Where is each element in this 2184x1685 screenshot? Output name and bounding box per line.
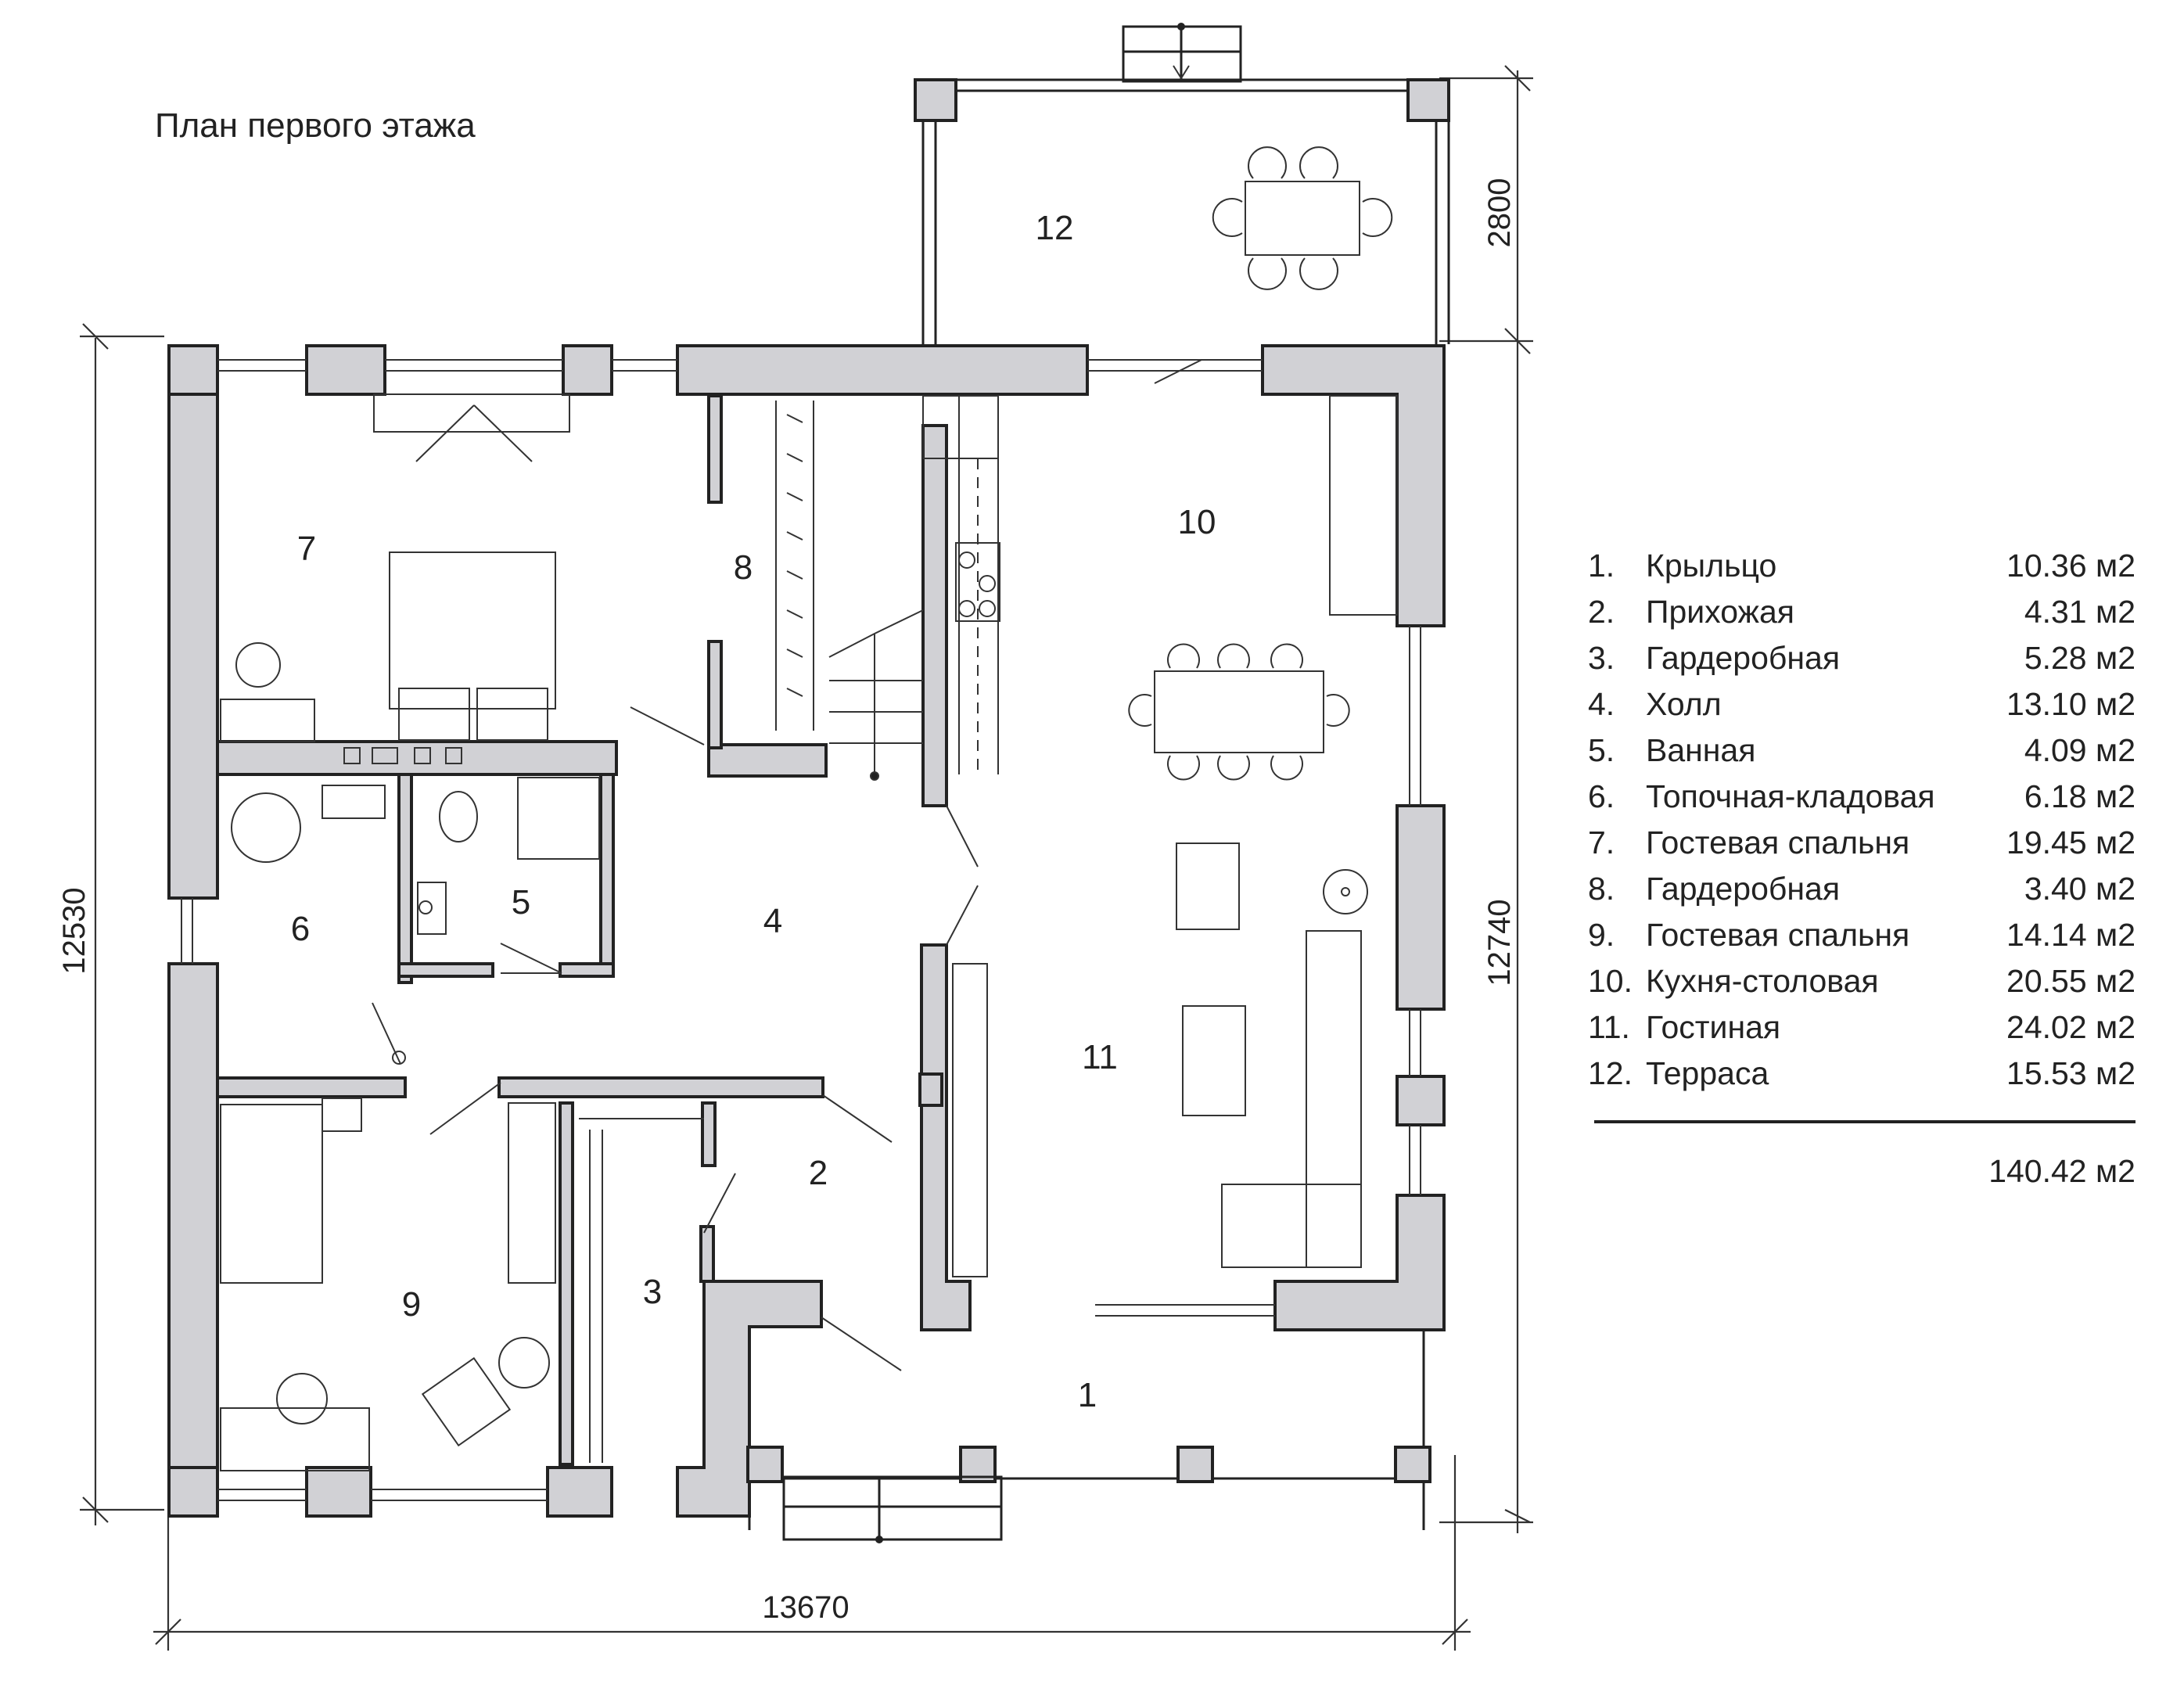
boiler-room-6 — [231, 785, 406, 1065]
legend-area: 4.09 м2 — [2024, 732, 2136, 768]
legend-row: 11. Гостиная 24.02 м2 — [1588, 1009, 2136, 1055]
legend-name: Гардеробная — [1646, 640, 1841, 676]
legend-num: 7. — [1588, 825, 1615, 860]
stairs — [828, 609, 924, 781]
legend-row: 1. Крыльцо 10.36 м2 — [1588, 548, 2136, 594]
dimension-width: 13670 — [762, 1590, 849, 1625]
legend-area: 14.14 м2 — [2006, 917, 2136, 953]
living-room-11-furniture — [952, 842, 1368, 1277]
dimension-left-height: 12530 — [57, 887, 92, 974]
legend-area: 6.18 м2 — [2024, 778, 2136, 814]
room-label-10: 10 — [1178, 503, 1216, 541]
legend-name: Топочная-кладовая — [1646, 778, 1935, 814]
porch — [746, 1330, 1431, 1543]
legend-row: 7. Гостевая спальня 19.45 м2 — [1588, 825, 2136, 871]
terrace — [914, 23, 1450, 344]
room-label-3: 3 — [643, 1273, 662, 1311]
legend-name: Крыльцо — [1646, 548, 1777, 584]
walls — [167, 344, 1446, 1518]
plan-title: План первого этажа — [155, 106, 476, 145]
door-swings — [372, 359, 1202, 1371]
legend-num: 6. — [1588, 778, 1615, 814]
legend-name: Гостевая спальня — [1646, 917, 1910, 953]
legend-area: 19.45 м2 — [2006, 825, 2136, 860]
legend-num: 5. — [1588, 732, 1615, 768]
legend-num: 1. — [1588, 548, 1615, 584]
total-area: 140.42 м2 — [1988, 1153, 2136, 1189]
legend-num: 9. — [1588, 917, 1615, 953]
room-label-5: 5 — [512, 883, 530, 922]
legend-row: 12. Терраса 15.53 м2 — [1588, 1055, 2136, 1101]
bedroom-9-furniture — [220, 1098, 556, 1471]
legend-area: 10.36 м2 — [2006, 548, 2136, 584]
dimension-terrace-depth: 2800 — [1482, 178, 1517, 248]
room-label-1: 1 — [1078, 1376, 1097, 1414]
legend-num: 2. — [1588, 594, 1615, 630]
room-label-12: 12 — [1036, 209, 1074, 247]
room-label-7: 7 — [297, 530, 316, 568]
legend-num: 11. — [1588, 1009, 1630, 1045]
legend-name: Холл — [1646, 686, 1722, 722]
legend-area: 13.10 м2 — [2006, 686, 2136, 722]
legend-area: 4.31 м2 — [2024, 594, 2136, 630]
legend-num: 8. — [1588, 871, 1615, 907]
legend-name: Ванная — [1646, 732, 1756, 768]
dimension-lines — [80, 65, 1533, 1651]
legend-area: 5.28 м2 — [2024, 640, 2136, 676]
room-label-6: 6 — [291, 910, 310, 948]
legend-row: 2. Прихожая 4.31 м2 — [1588, 594, 2136, 640]
room-label-9: 9 — [402, 1285, 421, 1324]
legend-area: 20.55 м2 — [2006, 963, 2136, 999]
legend-name: Гардеробная — [1646, 871, 1841, 907]
room-label-11: 11 — [1082, 1038, 1118, 1076]
bedroom-7-furniture — [220, 393, 570, 742]
legend-name: Прихожая — [1646, 594, 1794, 630]
room-label-2: 2 — [809, 1154, 828, 1192]
bathroom-5 — [343, 747, 600, 935]
legend-num: 12. — [1588, 1055, 1633, 1091]
windows — [181, 359, 1421, 1501]
dimension-right-height: 12740 — [1482, 899, 1517, 986]
legend-row: 6. Топочная-кладовая 6.18 м2 — [1588, 778, 2136, 825]
wardrobe-3 — [579, 1118, 704, 1463]
legend-area: 24.02 м2 — [2006, 1009, 2136, 1045]
wardrobe-8 — [775, 401, 814, 731]
legend-area: 15.53 м2 — [2006, 1055, 2136, 1091]
legend-name: Кухня-столовая — [1646, 963, 1879, 999]
legend-row: 4. Холл 13.10 м2 — [1588, 686, 2136, 732]
legend-num: 3. — [1588, 640, 1615, 676]
legend-name: Терраса — [1646, 1055, 1769, 1091]
legend-row: 5. Ванная 4.09 м2 — [1588, 732, 2136, 778]
legend-row: 3. Гардеробная 5.28 м2 — [1588, 640, 2136, 686]
room-label-4: 4 — [763, 902, 782, 940]
legend-row: 8. Гардеробная 3.40 м2 — [1588, 871, 2136, 917]
room-label-8: 8 — [734, 548, 753, 587]
legend-name: Гостиная — [1646, 1009, 1781, 1045]
room-numbers: 1 2 3 4 5 6 7 8 9 10 11 12 — [291, 209, 1216, 1414]
legend-row: 10. Кухня-столовая 20.55 м2 — [1588, 963, 2136, 1009]
legend-num: 10. — [1588, 963, 1633, 999]
legend-divider — [1594, 1120, 2136, 1123]
legend-num: 4. — [1588, 686, 1615, 722]
room-legend: 1. Крыльцо 10.36 м2 2. Прихожая 4.31 м2 3. Га… — [1588, 548, 2136, 1189]
legend-area: 3.40 м2 — [2024, 871, 2136, 907]
legend-row: 9. Гостевая спальня 14.14 м2 — [1588, 917, 2136, 963]
kitchen-10-furniture — [922, 395, 1398, 781]
legend-name: Гостевая спальня — [1646, 825, 1910, 860]
